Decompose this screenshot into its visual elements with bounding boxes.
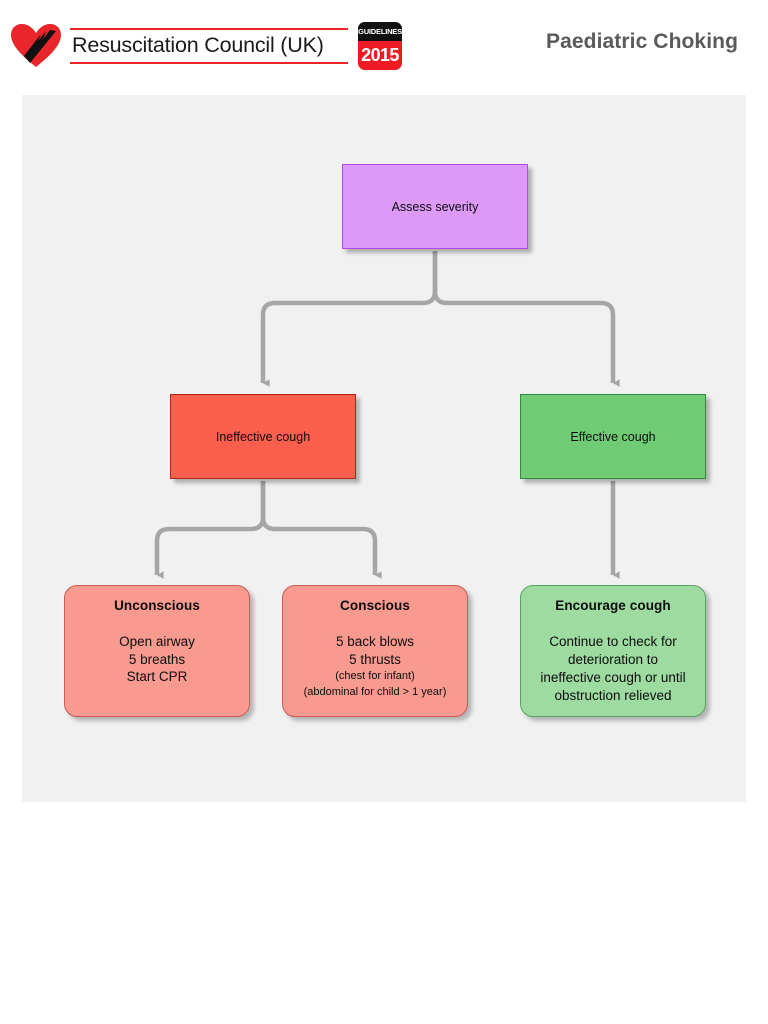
node-unconscious-line-2: 5 breaths: [128, 651, 186, 667]
node-conscious-line-2: 5 thrusts: [349, 651, 401, 667]
flowchart-panel: Assess severity Ineffective cough Effect…: [22, 95, 746, 802]
guidelines-2015-badge: GUIDELINES 2015: [358, 21, 402, 70]
resuscitation-council-logo: Resuscitation Council (UK) GUIDELINES 20…: [10, 18, 402, 73]
badge-guidelines-label: GUIDELINES: [358, 21, 402, 41]
edge-assess-to-effective: [432, 251, 620, 387]
node-encourage-cough-line-1: Continue to check for: [549, 634, 677, 649]
node-conscious-note-2: (abdominal for child > 1 year): [303, 686, 447, 698]
node-ineffective-cough-label: Ineffective cough: [215, 429, 311, 444]
node-unconscious[interactable]: Unconscious Open airway 5 breaths Start …: [64, 585, 250, 717]
node-conscious-line-1: 5 back blows: [335, 634, 415, 649]
node-encourage-cough[interactable]: Encourage cough Continue to check for de…: [520, 585, 706, 717]
logo-rule-top: [70, 27, 348, 30]
node-assess-severity-label: Assess severity: [391, 199, 479, 214]
node-conscious[interactable]: Conscious 5 back blows 5 thrusts (chest …: [282, 585, 468, 717]
node-unconscious-title: Unconscious: [114, 598, 200, 613]
page-header: Resuscitation Council (UK) GUIDELINES 20…: [0, 0, 768, 95]
node-assess-severity[interactable]: Assess severity: [342, 164, 528, 249]
council-name: Resuscitation Council (UK): [72, 32, 324, 57]
node-unconscious-line-1: Open airway: [119, 634, 195, 649]
badge-year-label: 2015: [361, 44, 399, 65]
node-ineffective-cough[interactable]: Ineffective cough: [170, 394, 356, 479]
node-encourage-cough-line-4: obstruction relieved: [554, 688, 672, 703]
node-encourage-cough-line-2: deterioration to: [567, 652, 659, 667]
node-conscious-note-1: (chest for infant): [335, 670, 415, 682]
node-effective-cough[interactable]: Effective cough: [520, 394, 706, 479]
council-name-block: Resuscitation Council (UK): [70, 20, 348, 72]
node-encourage-cough-line-3: ineffective cough or until: [540, 670, 686, 685]
flowchart-connectors: [154, 251, 620, 579]
node-unconscious-line-3: Start CPR: [126, 669, 188, 684]
page-title: Paediatric Choking: [545, 30, 738, 53]
node-conscious-title: Conscious: [340, 598, 410, 613]
node-encourage-cough-title: Encourage cough: [555, 598, 671, 613]
node-effective-cough-label: Effective cough: [570, 429, 656, 444]
heart-icon: [10, 23, 62, 69]
edge-ineffective-to-conscious: [260, 481, 382, 579]
edge-assess-to-ineffective: [260, 251, 438, 387]
logo-rule-bottom: [70, 61, 348, 64]
edge-ineffective-to-unconscious: [154, 481, 266, 579]
